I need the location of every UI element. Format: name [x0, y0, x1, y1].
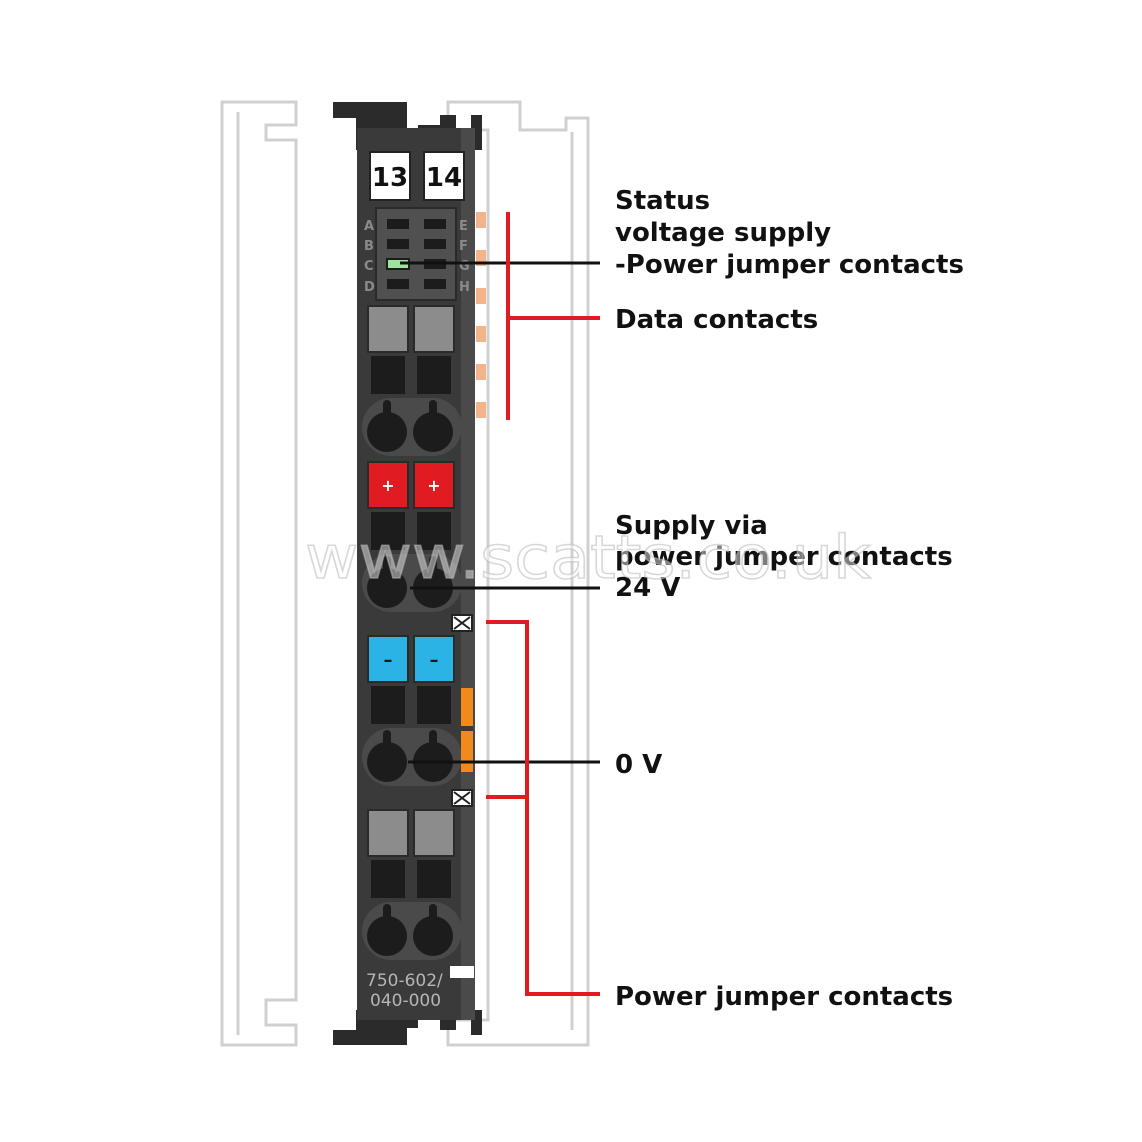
- callout-status-line3: -Power jumper contacts: [615, 250, 964, 280]
- terminal-slot: [417, 686, 451, 724]
- outline-left: [220, 100, 298, 1047]
- led-slot-d: [387, 279, 409, 289]
- wire-entry-notch: [383, 730, 391, 750]
- data-contact-tabs: [476, 212, 486, 418]
- callout-power-jumper: Power jumper contacts: [615, 982, 953, 1012]
- terminal-release-minus[interactable]: [413, 635, 455, 683]
- terminal-release-plus[interactable]: [367, 461, 409, 509]
- led-slot-f: [424, 239, 446, 249]
- led-slot-a: [387, 219, 409, 229]
- callout-supply-line1: Supply via: [615, 511, 768, 541]
- neighbour-module-outline: [220, 100, 590, 1047]
- bottom-white-tab: [450, 966, 474, 978]
- terminal-slot: [417, 512, 451, 550]
- led-letter-d: D: [364, 280, 375, 295]
- terminal-slot: [417, 356, 451, 394]
- led-letter-a: A: [364, 219, 374, 234]
- power-jumper-clip-top: [451, 614, 473, 632]
- terminal-release-plus[interactable]: [413, 461, 455, 509]
- callout-bracket-power-jumper: [486, 620, 600, 996]
- label-tag-13: 13: [372, 163, 408, 193]
- wire-entry-notch: [383, 904, 391, 924]
- led-slot-b: [387, 239, 409, 249]
- minus-sign: –: [384, 650, 393, 671]
- terminal-slot: [371, 686, 405, 724]
- terminal-group-4: [362, 809, 462, 960]
- data-contact: [476, 212, 486, 228]
- callout-status-line2: voltage supply: [615, 218, 831, 248]
- led-slot-e: [424, 219, 446, 229]
- terminal-group-1: [362, 305, 462, 456]
- callout-supply-line3: 24 V: [615, 573, 680, 603]
- wire-entry[interactable]: [413, 916, 453, 956]
- terminal-slot: [371, 860, 405, 898]
- terminal-release-grey[interactable]: [413, 305, 455, 353]
- label-tag-14: 14: [426, 163, 462, 193]
- data-contact: [476, 364, 486, 380]
- led-letter-h: H: [459, 280, 470, 295]
- outline-right: [446, 100, 590, 1047]
- wire-entry[interactable]: [367, 916, 407, 956]
- wire-entry-notch: [429, 904, 437, 924]
- led-letter-f: F: [459, 239, 468, 254]
- led-letter-c: C: [364, 259, 374, 274]
- led-letter-b: B: [364, 239, 374, 254]
- wire-entry[interactable]: [367, 742, 407, 782]
- data-contact: [476, 326, 486, 342]
- led-letter-e: E: [459, 219, 468, 234]
- plus-sign: +: [381, 476, 394, 495]
- data-contact: [476, 402, 486, 418]
- terminal-release-minus[interactable]: [367, 635, 409, 683]
- wire-entry[interactable]: [367, 412, 407, 452]
- label-tag-13-box: [369, 151, 411, 201]
- wire-entry[interactable]: [367, 568, 407, 608]
- power-jumper-clip-bottom: [451, 789, 473, 807]
- wire-entry-notch: [429, 730, 437, 750]
- label-tag-14-box: [423, 151, 465, 201]
- orange-marker-gap: [461, 726, 473, 731]
- model-number-line2: 040-000: [370, 991, 441, 1011]
- model-number-line1: 750-602/: [366, 971, 443, 991]
- callout-zero-v: 0 V: [615, 750, 662, 780]
- terminal-slot: [417, 860, 451, 898]
- minus-sign: –: [430, 650, 439, 671]
- led-slot-h: [424, 279, 446, 289]
- data-contact: [476, 288, 486, 304]
- terminal-release-grey[interactable]: [367, 809, 409, 857]
- wire-entry-notch: [429, 400, 437, 420]
- bracket-upper: [486, 620, 600, 996]
- wire-entry[interactable]: [413, 412, 453, 452]
- terminal-group-minus: – –: [362, 635, 462, 786]
- terminal-group-plus: + +: [362, 461, 462, 612]
- wire-entry-notch: [383, 400, 391, 420]
- wire-entry-notch: [383, 556, 391, 576]
- callout-status-line1: Status: [615, 186, 710, 216]
- terminal-release-grey[interactable]: [367, 305, 409, 353]
- led-letter-g: G: [459, 259, 470, 274]
- callout-bracket-data-contacts: [506, 212, 600, 420]
- terminal-slot: [371, 512, 405, 550]
- wire-entry-notch: [429, 556, 437, 576]
- plus-sign: +: [427, 476, 440, 495]
- terminal-slot: [371, 356, 405, 394]
- data-contact: [476, 250, 486, 266]
- watermark-text: www.scatts.co.uk: [305, 523, 871, 593]
- power-jumper-clip-mark: [453, 791, 471, 805]
- callout-data-contacts: Data contacts: [615, 305, 818, 335]
- terminal-release-grey[interactable]: [413, 809, 455, 857]
- callout-supply-line2: power jumper contacts: [615, 542, 953, 572]
- power-jumper-clip-mark: [453, 616, 471, 630]
